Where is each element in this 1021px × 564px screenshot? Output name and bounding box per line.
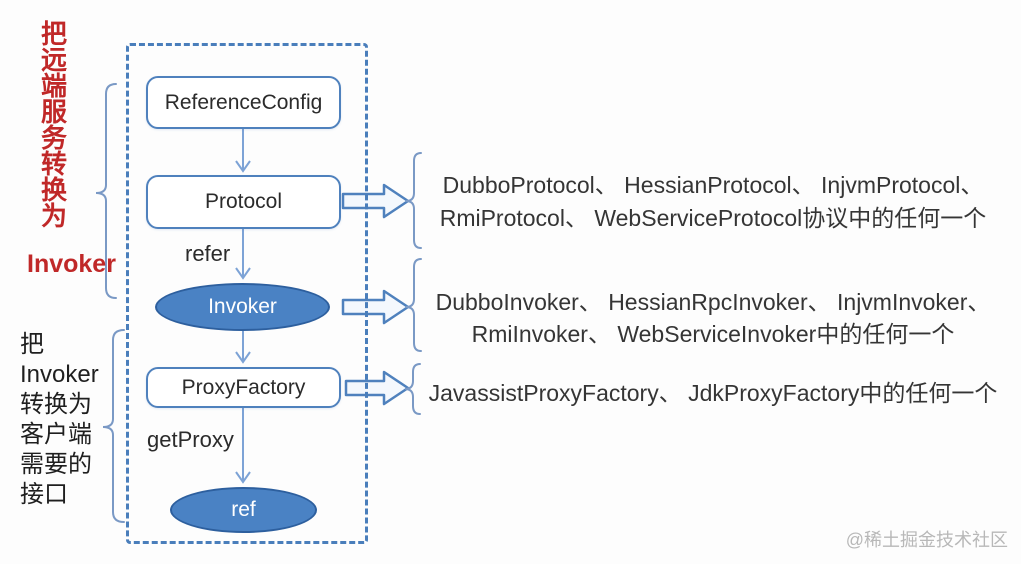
node-invoker-label: Invoker — [208, 295, 277, 318]
node-protocol: Protocol — [146, 175, 341, 229]
edge-label-refer: refer — [185, 241, 231, 266]
annotation-protocol-options: DubboProtocol、 HessianProtocol、 InjvmPro… — [424, 169, 1002, 235]
node-referenceconfig: ReferenceConfig — [146, 76, 341, 129]
brace-invoker-options — [405, 258, 422, 352]
annotation-protocol-line-2: RmiProtocol、 WebServiceProtocol协议中的任何一个 — [439, 205, 987, 231]
node-protocol-label: Protocol — [204, 190, 283, 213]
label-convert-remote-service-invoker: Invoker — [27, 250, 116, 278]
node-proxyfactory: ProxyFactory — [146, 367, 341, 408]
node-ref-label: ref — [231, 498, 256, 521]
annotation-invoker-line-1: DubboInvoker、 HessianRpcInvoker、 InjvmIn… — [435, 289, 991, 315]
node-ref: ref — [170, 487, 317, 533]
brace-protocol-options — [405, 152, 422, 249]
annotation-invoker-line-2: RmiInvoker、 WebServiceInvoker中的任何一个 — [471, 321, 955, 347]
node-proxyfactory-label: ProxyFactory — [181, 375, 306, 399]
node-invoker: Invoker — [155, 283, 330, 331]
annotation-protocol-line-1: DubboProtocol、 HessianProtocol、 InjvmPro… — [442, 172, 984, 198]
brace-proxyfactory-options — [404, 363, 421, 415]
brace-convert-to-interface — [102, 329, 125, 523]
annotation-proxyfactory-line-1: JavassistProxyFactory、 JdkProxyFactory中的… — [428, 380, 998, 406]
label-convert-invoker-to-interface: 把 Invoker 转换为 客户端 需要的 接口 — [20, 331, 99, 508]
watermark-juejin: @稀土掘金技术社区 — [845, 530, 1008, 550]
label-convert-remote-service: 把远端服务转换为 — [37, 20, 68, 228]
annotation-invoker-options: DubboInvoker、 HessianRpcInvoker、 InjvmIn… — [424, 286, 1002, 350]
annotation-proxyfactory-options: JavassistProxyFactory、 JdkProxyFactory中的… — [424, 379, 1002, 407]
flow-boundary-box — [126, 43, 368, 544]
edge-label-getproxy: getProxy — [147, 427, 234, 452]
node-referenceconfig-label: ReferenceConfig — [164, 90, 323, 114]
